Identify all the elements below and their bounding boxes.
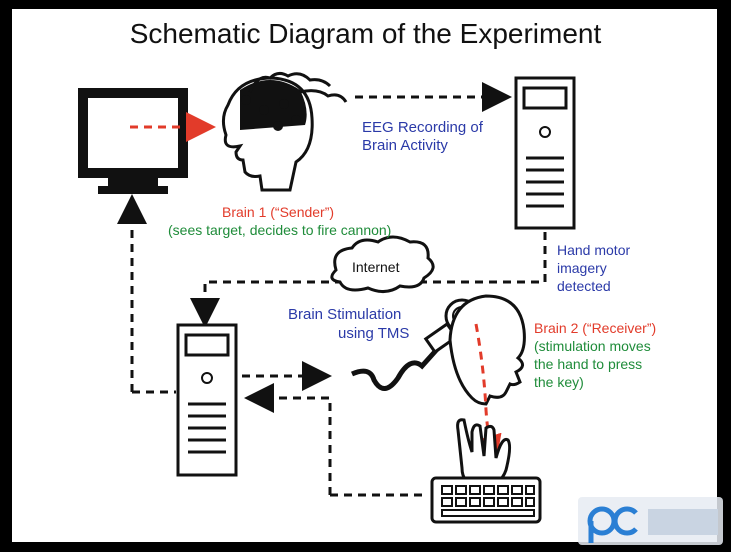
tms-label-line2: using TMS	[338, 325, 410, 342]
keyboard-icon	[430, 476, 542, 524]
keyboard-to-computer-arrow	[244, 383, 332, 495]
watermark-logo	[578, 497, 723, 545]
receiver-computer-icon	[176, 323, 238, 477]
hand-motor-label-3: detected	[557, 278, 611, 294]
internet-cloud-icon	[330, 235, 435, 293]
eeg-label-line2: Brain Activity	[362, 137, 448, 154]
tms-label-line1: Brain Stimulation	[288, 306, 402, 323]
brain2-title: Brain 2 (“Receiver”)	[534, 320, 657, 336]
motor-stimulation-arrow	[472, 323, 502, 466]
watermark-p-icon	[587, 506, 617, 536]
diagram-title: Schematic Diagram of the Experiment	[129, 18, 602, 49]
hand-motor-label-2: imagery	[557, 260, 607, 276]
receiver-head-icon	[448, 294, 526, 406]
brain2-desc-1: (stimulation moves	[534, 338, 651, 354]
monitor-icon	[78, 88, 188, 194]
sender-computer-icon	[514, 76, 576, 230]
internet-label: Internet	[352, 259, 400, 275]
brain2-desc-3: the key)	[534, 374, 584, 390]
brain2-desc-2: the hand to press	[534, 356, 643, 372]
brain1-title: Brain 1 (“Sender”)	[222, 204, 335, 220]
tms-cable	[350, 344, 442, 391]
sender-head-icon	[221, 71, 348, 192]
internet-link-arrow	[190, 232, 547, 328]
eeg-label-line1: EEG Recording of	[362, 119, 483, 136]
hand-motor-label-1: Hand motor	[557, 242, 631, 258]
brain1-description: (sees target, decides to fire cannon)	[168, 222, 392, 238]
hand-icon	[456, 418, 512, 488]
